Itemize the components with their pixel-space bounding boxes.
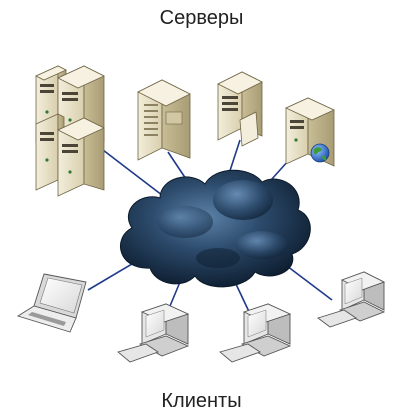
- server-cluster-icon: [35, 65, 105, 197]
- laptop-icon: [16, 273, 87, 333]
- clients-label: Клиенты: [161, 390, 242, 412]
- desktop-computer-icon: [117, 303, 190, 363]
- desktop-computer-icon: [317, 271, 386, 328]
- servers-label: Серверы: [159, 7, 244, 29]
- network-cloud-icon: [119, 169, 311, 288]
- desktop-computer-icon: [219, 303, 292, 363]
- server-icon: [137, 79, 191, 161]
- globe-icon: [310, 143, 330, 163]
- link-desktop-3: [282, 262, 333, 301]
- server-icon: [217, 71, 263, 147]
